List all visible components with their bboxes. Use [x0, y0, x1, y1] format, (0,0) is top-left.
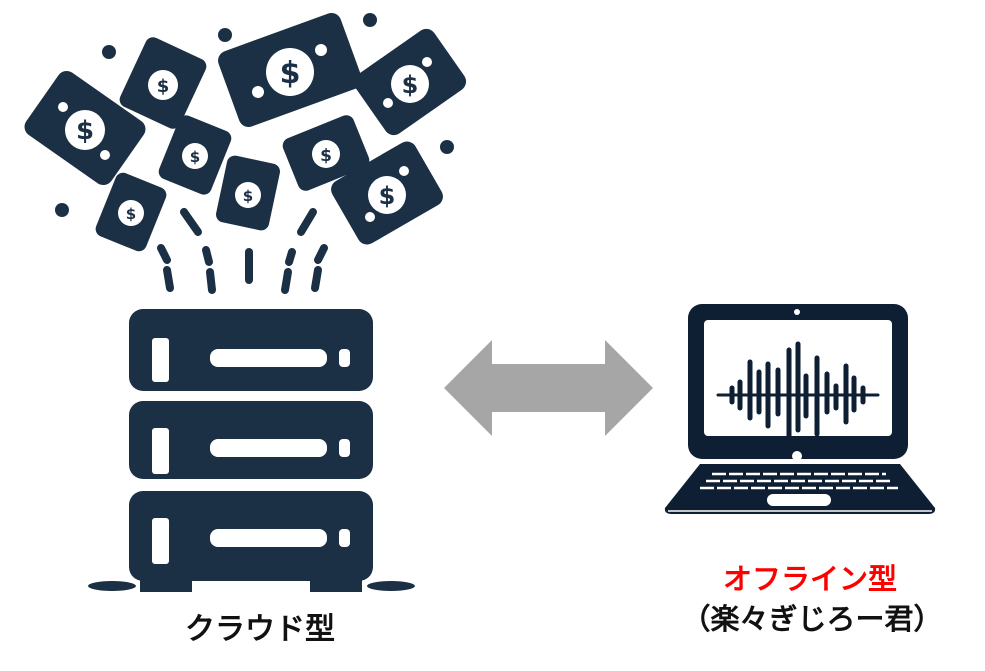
- offline-type-title: オフライン型: [722, 562, 897, 596]
- bill-small-4: $: [95, 172, 167, 252]
- svg-text:$: $: [243, 187, 253, 205]
- svg-text:$: $: [157, 76, 170, 97]
- svg-text:$: $: [320, 146, 332, 166]
- bill-small-1: $: [119, 37, 207, 129]
- svg-text:$: $: [379, 182, 396, 210]
- svg-text:$: $: [190, 148, 200, 166]
- bill-large-left: $: [24, 70, 146, 186]
- bill-small-3: $: [282, 115, 370, 191]
- bill-small-2: $: [158, 115, 232, 195]
- audio-waveform-icon: [716, 341, 880, 439]
- keyboard-icon: [700, 472, 898, 490]
- money-bills-icon: $ $ $ $ $ $: [24, 12, 467, 294]
- svg-text:$: $: [280, 56, 301, 91]
- svg-text:$: $: [126, 205, 136, 223]
- svg-text:$: $: [76, 116, 94, 146]
- bill-large-center: $: [218, 12, 362, 128]
- offline-type-subtitle: （楽々ぎじろー君）: [681, 602, 943, 636]
- trackpad: [767, 494, 831, 506]
- flying-money-illustration: $ $ $ $ $ $: [0, 0, 480, 300]
- cloud-type-label: クラウド型: [185, 612, 335, 647]
- bidirectional-arrow-icon: [430, 320, 670, 450]
- server-stack-icon: [80, 300, 420, 600]
- bill-small-5: $: [216, 155, 280, 231]
- bill-right-top: $: [353, 28, 467, 136]
- laptop-icon: [660, 300, 940, 520]
- bill-right-bottom: $: [331, 141, 443, 245]
- svg-text:$: $: [402, 71, 419, 99]
